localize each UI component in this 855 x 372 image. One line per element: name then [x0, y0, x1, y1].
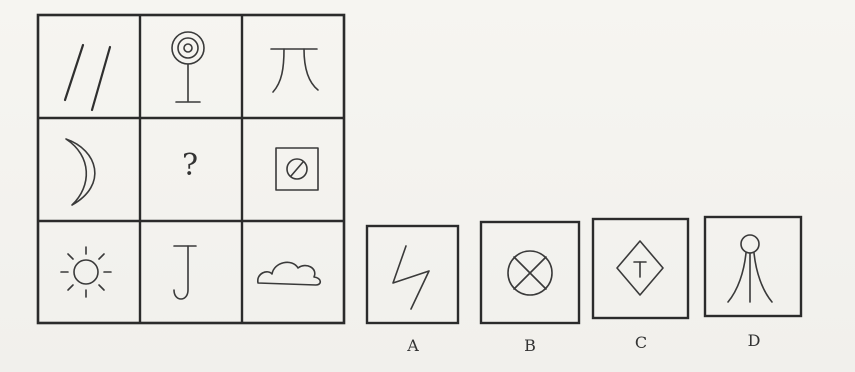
sun-icon: [61, 247, 111, 297]
option-a-label: A: [393, 336, 433, 355]
option-c-label: C: [621, 333, 661, 352]
option-d-label: D: [734, 331, 774, 350]
circle-slash-in-square-icon: [276, 148, 318, 190]
zigzag-bolt-icon: [393, 246, 429, 309]
cloud-icon: [258, 262, 320, 285]
option-b-box[interactable]: [481, 222, 579, 323]
hook-j-icon: [174, 246, 196, 299]
option-d-box[interactable]: [705, 217, 801, 316]
loop-fountain-icon: [728, 235, 772, 302]
option-a-box[interactable]: [367, 226, 458, 323]
crescent-moon-icon: [66, 139, 95, 205]
diamond-t-icon: [617, 241, 663, 295]
target-on-stand-icon: [172, 32, 204, 102]
circle-cross-icon: [508, 251, 552, 295]
question-mark: ?: [170, 148, 210, 183]
pi-arch-icon: [271, 49, 318, 92]
option-b-label: B: [510, 336, 550, 355]
double-slash-icon: [65, 45, 110, 110]
option-c-box[interactable]: [593, 219, 688, 318]
